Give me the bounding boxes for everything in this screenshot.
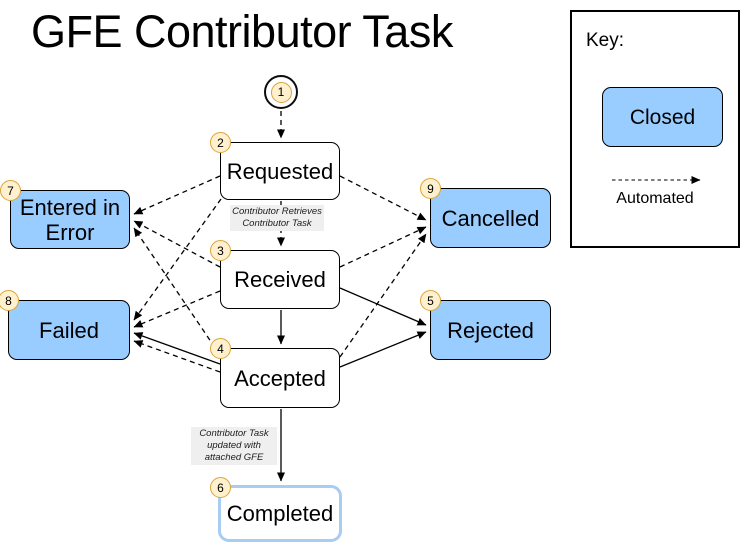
node-accepted-label: Accepted bbox=[234, 365, 326, 391]
edge-accepted-to-cancelled bbox=[339, 233, 427, 358]
edge-accepted-to-failed-automated bbox=[133, 340, 221, 373]
key-closed-label: Closed bbox=[629, 105, 696, 129]
node-failed-label: Failed bbox=[39, 317, 99, 343]
edge-accepted-to-failed-manual bbox=[133, 332, 221, 365]
node-entered-in-error: 7 Entered in Error bbox=[0, 180, 130, 249]
node-received-label: Received bbox=[234, 267, 326, 292]
diagram-title: GFE Contributor Task bbox=[31, 6, 453, 57]
edge-accepted-to-entered-in-error bbox=[133, 227, 221, 356]
key-closed-node: Closed bbox=[602, 87, 723, 147]
edge-requested-to-cancelled bbox=[339, 175, 427, 221]
node-received-badge: 3 bbox=[210, 240, 231, 261]
node-cancelled-badge: 9 bbox=[420, 178, 441, 199]
edge-received-to-entered-in-error bbox=[133, 220, 221, 268]
automated-arrow-icon bbox=[612, 176, 701, 184]
node-completed-badge: 6 bbox=[210, 477, 231, 498]
node-requested-badge: 2 bbox=[210, 132, 231, 153]
edge-label-task-updated: Contributor Task updated with attached G… bbox=[191, 427, 277, 465]
key-automated-label: Automated bbox=[616, 190, 694, 207]
node-completed-label: Completed bbox=[226, 501, 334, 526]
node-entered-in-error-label: Entered in Error bbox=[19, 194, 121, 245]
node-failed: 8 Failed bbox=[0, 290, 130, 360]
start-node-badge: 1 bbox=[270, 81, 292, 103]
key-panel: Key: Closed Automated bbox=[570, 10, 740, 248]
start-node: 1 bbox=[264, 75, 298, 109]
node-requested-label: Requested bbox=[226, 158, 334, 184]
node-accepted: 4 Accepted bbox=[210, 338, 340, 408]
edge-received-to-cancelled bbox=[339, 226, 427, 268]
node-rejected: 5 Rejected bbox=[420, 290, 551, 360]
node-received: 3 Received bbox=[210, 240, 340, 309]
edge-requested-to-entered-in-error bbox=[133, 175, 221, 215]
edge-requested-to-failed bbox=[133, 198, 222, 321]
edge-label-contributor-retrieves: Contributor Retrieves Contributor Task bbox=[230, 205, 324, 231]
edge-received-to-rejected bbox=[339, 287, 427, 326]
node-cancelled-label: Cancelled bbox=[441, 205, 540, 231]
node-cancelled: 9 Cancelled bbox=[420, 178, 551, 248]
node-rejected-badge: 5 bbox=[420, 290, 441, 311]
node-failed-badge: 8 bbox=[0, 290, 19, 311]
node-completed: 6 Completed bbox=[210, 477, 342, 542]
node-requested: 2 Requested bbox=[210, 132, 340, 200]
key-heading: Key: bbox=[586, 30, 625, 51]
node-entered-in-error-badge: 7 bbox=[0, 180, 21, 201]
node-accepted-badge: 4 bbox=[210, 338, 231, 359]
node-rejected-label: Rejected bbox=[447, 317, 534, 343]
edge-accepted-to-rejected bbox=[339, 331, 427, 368]
edge-received-to-failed bbox=[133, 290, 221, 328]
